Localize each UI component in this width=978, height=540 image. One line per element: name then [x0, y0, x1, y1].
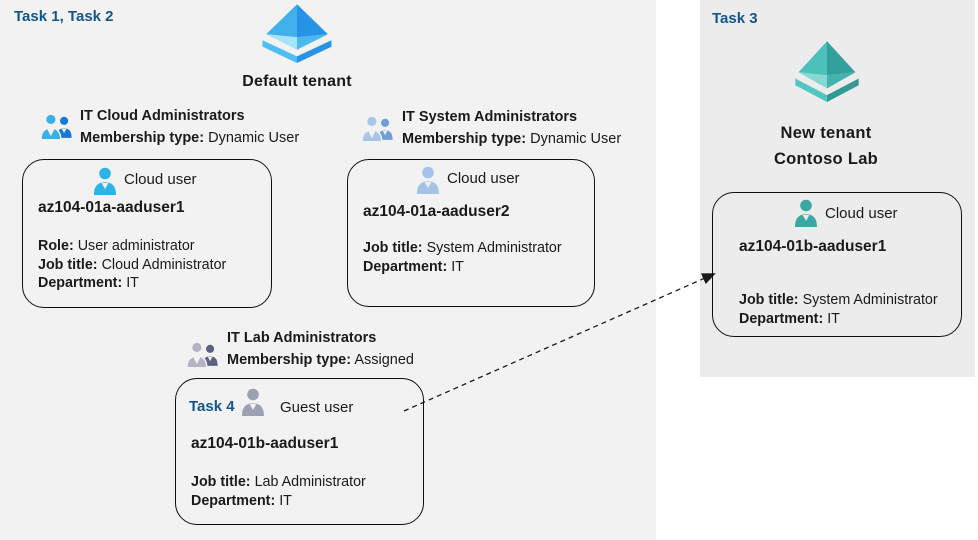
group-icon: [40, 113, 72, 141]
user-name: az104-01b-aaduser1: [191, 435, 339, 452]
field-value: IT: [451, 258, 464, 275]
field-label: Job title:: [191, 474, 251, 490]
field-row: Role: User administrator: [38, 237, 226, 256]
field-row: Job title: System Administrator: [739, 291, 938, 310]
cloud-user-icon: [795, 199, 817, 227]
user-fields: Job title: System Administrator Departme…: [363, 239, 562, 276]
field-value: Lab Administrator: [254, 474, 366, 490]
user-type-label: Cloud user: [124, 171, 197, 188]
default-tenant-title: Default tenant: [242, 73, 352, 90]
membership-label: Membership type:: [80, 130, 205, 146]
group-membership: Membership type: Dynamic User: [80, 130, 299, 147]
field-row: Department: IT: [363, 258, 562, 277]
membership-label: Membership type:: [402, 131, 527, 147]
field-row: Department: IT: [739, 310, 938, 329]
membership-value: Dynamic User: [208, 130, 300, 146]
user-card: Cloud user az104-01b-aaduser1 Job title:…: [712, 192, 962, 337]
user-fields: Job title: System Administrator Departme…: [739, 291, 938, 328]
membership-value: Dynamic User: [530, 131, 622, 147]
field-row: Department: IT: [191, 492, 366, 511]
field-row: Job title: System Administrator: [363, 239, 562, 258]
group-title: IT Lab Administrators: [227, 330, 377, 346]
field-label: Department:: [739, 310, 824, 327]
field-value: System Administrator: [802, 292, 938, 308]
field-value: IT: [126, 275, 139, 292]
group-membership: Membership type: Assigned: [227, 352, 414, 369]
user-name: az104-01b-aaduser1: [739, 238, 887, 255]
user-card: Cloud user az104-01a-aaduser2 Job title:…: [347, 159, 595, 307]
new-tenant-title-line1: New tenant: [780, 124, 872, 142]
field-row: Job title: Cloud Administrator: [38, 256, 226, 275]
field-label: Role:: [38, 238, 74, 254]
field-row: Department: IT: [38, 274, 226, 293]
field-value: Cloud Administrator: [101, 256, 227, 273]
user-card: Cloud user az104-01a-aaduser1 Role: User…: [22, 159, 272, 308]
user-name: az104-01a-aaduser1: [38, 199, 185, 216]
membership-value: Assigned: [354, 352, 414, 368]
field-label: Job title:: [363, 240, 423, 256]
user-name: az104-01a-aaduser2: [363, 203, 510, 220]
field-label: Department:: [38, 275, 123, 292]
field-label: Job title:: [739, 292, 799, 308]
user-type-label: Guest user: [280, 399, 354, 416]
field-label: Department:: [363, 258, 448, 275]
guest-user-card: Task 4 Guest user az104-01b-aaduser1 Job…: [175, 378, 424, 525]
task-4-label: Task 4: [189, 398, 235, 415]
user-fields: Job title: Lab Administrator Department:…: [191, 473, 366, 510]
group-title: IT System Administrators: [402, 109, 578, 125]
field-label: Job title:: [38, 256, 98, 273]
field-value: User administrator: [77, 238, 195, 254]
field-value: System Administrator: [426, 240, 562, 256]
cloud-user-icon: [94, 167, 116, 195]
membership-label: Membership type:: [227, 352, 352, 368]
new-tenant-title-line2: Contoso Lab: [773, 150, 879, 168]
user-type-label: Cloud user: [447, 170, 520, 187]
group-title: IT Cloud Administrators: [80, 108, 245, 124]
cloud-user-icon: [417, 166, 439, 194]
task-1-2-label: Task 1, Task 2: [14, 8, 114, 25]
group-membership: Membership type: Dynamic User: [402, 131, 621, 148]
azure-ad-tenant-icon: [262, 4, 332, 63]
group-icon: [186, 341, 218, 369]
user-fields: Role: User administrator Job title: Clou…: [38, 237, 226, 293]
field-row: Job title: Lab Administrator: [191, 473, 366, 492]
field-value: IT: [279, 492, 292, 509]
group-icon: [361, 115, 393, 143]
new-tenant-title: New tenant Contoso Lab: [726, 120, 926, 172]
user-type-label: Cloud user: [825, 205, 898, 222]
task-3-label: Task 3: [712, 10, 758, 27]
default-tenant-panel: [0, 0, 656, 540]
azure-ad-tenant-icon-teal: [795, 41, 859, 102]
field-label: Department:: [191, 492, 276, 509]
field-value: IT: [827, 310, 840, 327]
guest-user-icon: [242, 388, 264, 416]
